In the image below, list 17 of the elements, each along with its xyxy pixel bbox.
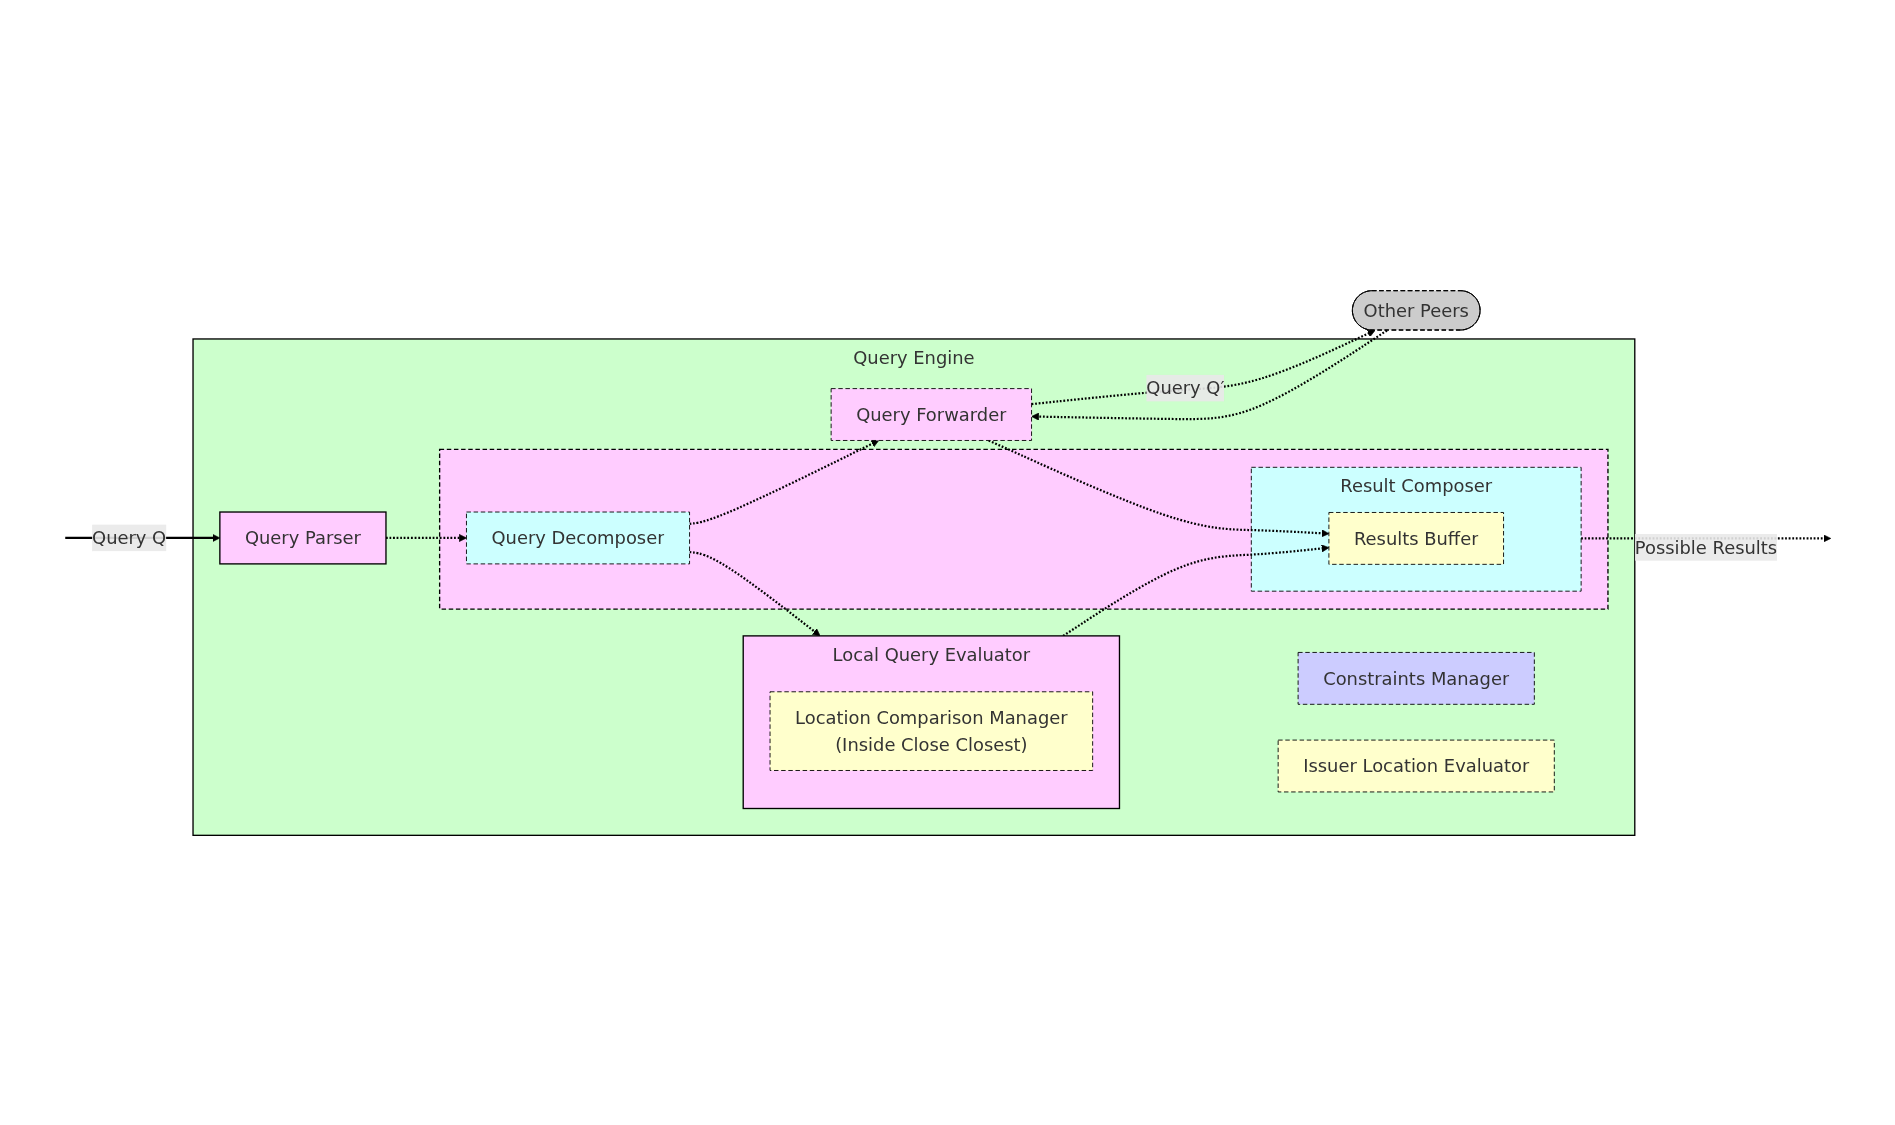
node-box: Query Parser — [218, 510, 387, 565]
node-box: Results Buffer — [1327, 511, 1504, 565]
arrow — [1030, 329, 1375, 405]
cluster — [438, 448, 1609, 610]
arrow — [1062, 544, 1329, 637]
node-box: Issuer Location Evaluator — [1277, 739, 1555, 792]
arrow — [688, 439, 879, 525]
arrow — [987, 438, 1329, 537]
node-box: Query Decomposer — [465, 511, 690, 564]
node-box: Location Comparison Manager (Inside Close Closest) — [769, 690, 1093, 771]
edge-label: Query Q′ — [1145, 376, 1224, 399]
arrow — [688, 550, 820, 636]
edge-label: Possible Results — [1634, 536, 1777, 558]
arrow — [1030, 329, 1388, 421]
node-box: Query Forwarder — [830, 387, 1032, 441]
edge-label: Query Q — [91, 526, 166, 549]
node-box: Constraints Manager — [1297, 651, 1535, 705]
